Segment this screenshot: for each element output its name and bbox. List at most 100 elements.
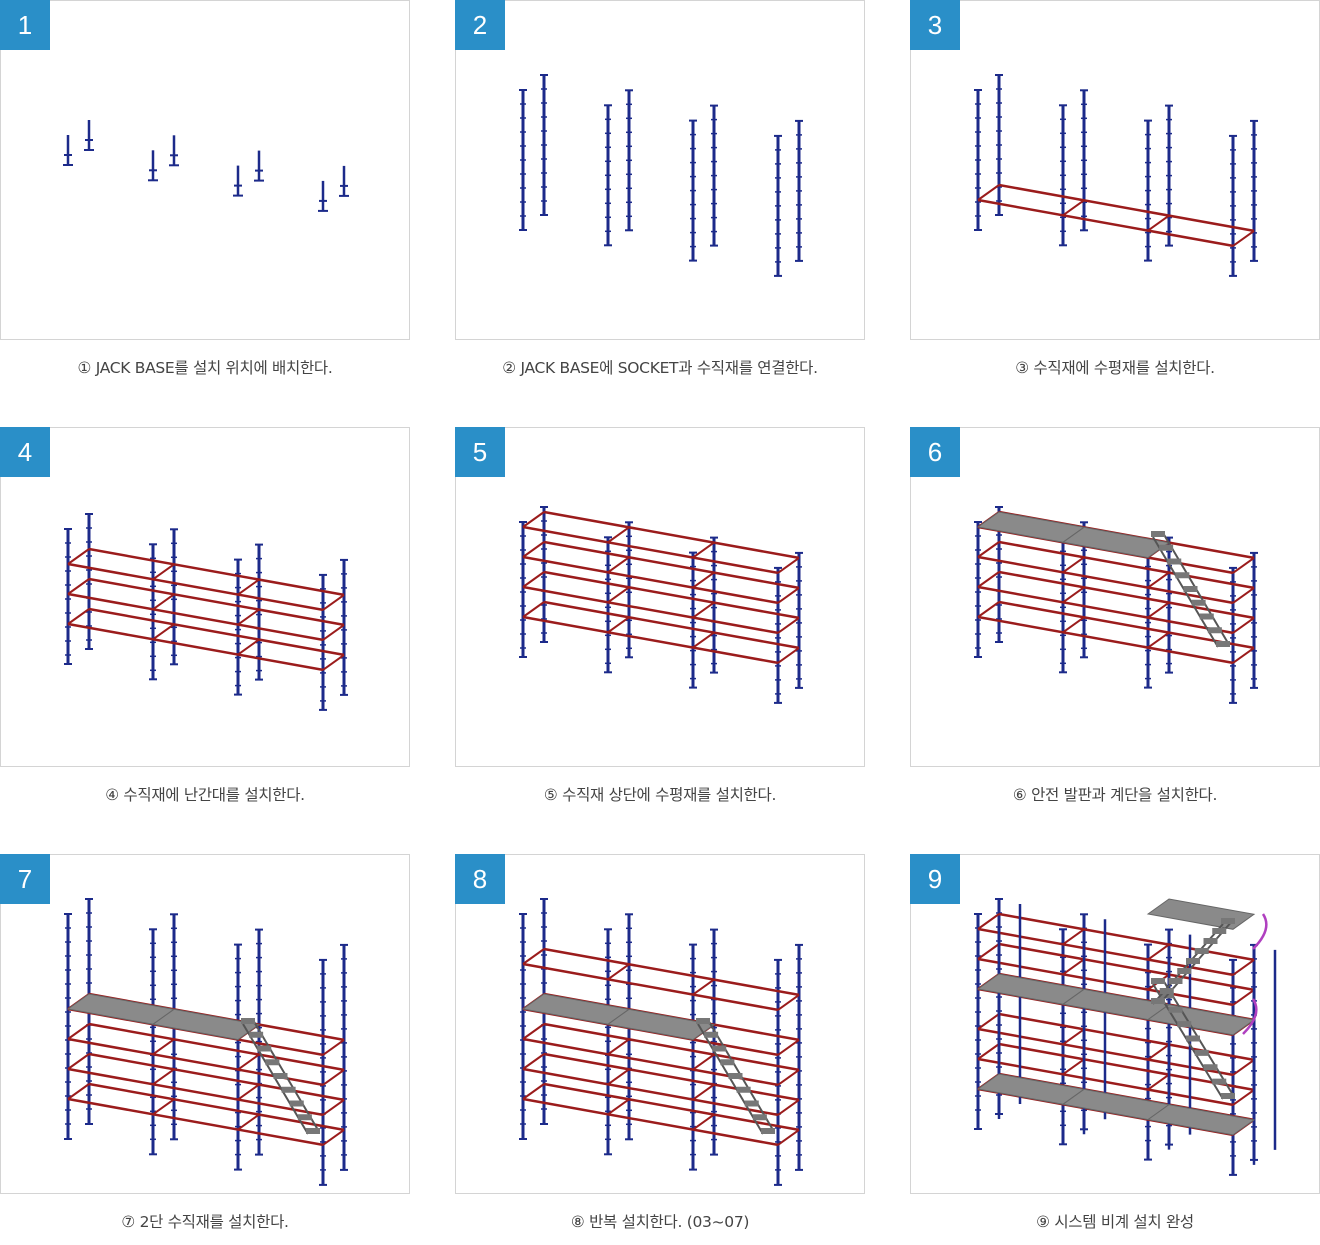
stair-step [1168, 1006, 1183, 1013]
cross-ledger [522, 1053, 545, 1070]
horizontal-ledger [88, 547, 345, 597]
stair-step [1194, 948, 1209, 954]
stair-step [297, 1114, 312, 1121]
step-number-badge: 1 [0, 0, 50, 50]
side-bracket [1252, 913, 1268, 950]
cross-ledger [322, 624, 345, 641]
stair-step [744, 1100, 759, 1107]
cross-ledger [1062, 1058, 1085, 1076]
cross-ledger [1147, 571, 1170, 589]
step-number-badge: 5 [455, 427, 505, 477]
scaffold-illustration-step-6 [974, 506, 1258, 704]
stair-step [1151, 978, 1165, 984]
cross-ledger [692, 631, 715, 649]
cross-ledger [777, 647, 800, 664]
step-number-badge: 6 [910, 427, 960, 477]
scaffold-illustration-step-3 [974, 74, 1258, 277]
cross-ledger [1147, 943, 1170, 961]
cross-ledger [152, 1068, 175, 1086]
horizontal-ledger [543, 947, 800, 997]
cross-ledger [522, 571, 545, 588]
stair-step [1207, 627, 1222, 634]
horizontal-ledger [88, 607, 345, 657]
cross-ledger [692, 1053, 715, 1071]
cross-ledger [522, 511, 545, 528]
safety-plank [1146, 1104, 1256, 1136]
horizontal-ledger [522, 525, 779, 575]
cross-ledger [322, 1039, 345, 1056]
scaffold-illustration-step-5 [519, 506, 803, 704]
stair-step [1203, 938, 1218, 944]
cross-ledger [607, 1098, 630, 1116]
scaffold-illustration-step-1 [63, 120, 349, 212]
cross-ledger [1232, 647, 1255, 664]
cross-ledger [692, 571, 715, 589]
stair-step [1168, 978, 1183, 984]
stair-step [1199, 613, 1214, 620]
stair-step [1177, 1021, 1192, 1028]
cross-ledger [607, 963, 630, 981]
stair-step [1194, 1049, 1209, 1056]
scaffold-illustration-step-2 [519, 74, 803, 277]
horizontal-ledger [998, 912, 1255, 962]
stair-step [1186, 958, 1200, 964]
cross-ledger [1147, 214, 1170, 232]
cross-ledger [777, 994, 800, 1011]
stair-step [1177, 968, 1192, 974]
stair-step [1216, 641, 1230, 647]
horizontal-ledger [88, 1052, 345, 1102]
cross-ledger [152, 563, 175, 581]
horizontal-ledger [88, 577, 345, 627]
step-number-badge: 9 [910, 854, 960, 904]
cross-ledger [692, 601, 715, 619]
horizontal-ledger [977, 585, 1234, 635]
horizontal-ledger [522, 1097, 779, 1147]
cross-ledger [522, 601, 545, 618]
stair-step [265, 1059, 280, 1066]
cross-ledger [1062, 556, 1085, 574]
horizontal-ledger [998, 540, 1255, 590]
horizontal-ledger [67, 1097, 324, 1147]
horizontal-ledger [977, 555, 1234, 605]
cross-ledger [1062, 1028, 1085, 1046]
cross-ledger [67, 1083, 90, 1100]
cross-ledger [1062, 928, 1085, 946]
step-caption: ⑤ 수직재 상단에 수평재를 설치한다. [543, 786, 777, 804]
cross-ledger [692, 1083, 715, 1101]
horizontal-ledger [543, 600, 800, 650]
cross-ledger [607, 616, 630, 634]
step-caption: ⑨ 시스템 비계 설치 완성 [1036, 1213, 1194, 1231]
stair-step [696, 1018, 710, 1024]
horizontal-ledger [67, 622, 324, 672]
scaffold-illustration-step-9 [974, 898, 1277, 1176]
cross-ledger [1232, 230, 1255, 247]
cross-ledger [777, 557, 800, 574]
horizontal-ledger [543, 570, 800, 620]
horizontal-ledger [543, 1082, 800, 1132]
stair-step [289, 1100, 304, 1107]
step-caption: ⑧ 반복 설치한다. (03~07) [570, 1213, 750, 1231]
stair-step [1191, 599, 1206, 606]
cross-ledger [1232, 1089, 1255, 1106]
cross-ledger [1232, 557, 1255, 574]
cross-ledger [977, 184, 1000, 201]
cross-ledger [777, 587, 800, 604]
cross-ledger [322, 1069, 345, 1086]
horizontal-ledger [998, 183, 1255, 233]
cross-ledger [522, 948, 545, 965]
cross-ledger [152, 623, 175, 641]
cross-ledger [67, 608, 90, 625]
cross-ledger [977, 1043, 1000, 1060]
cross-ledger [1147, 1073, 1170, 1091]
stair-step [736, 1086, 751, 1093]
cross-ledger [67, 578, 90, 595]
stair-step [1221, 1093, 1235, 1099]
stair-step [728, 1073, 743, 1079]
cross-ledger [1147, 1043, 1170, 1061]
horizontal-ledger [522, 1067, 779, 1117]
stair-step [1183, 586, 1198, 592]
cross-ledger [977, 571, 1000, 588]
illustration-frame [0, 0, 410, 340]
cross-ledger [322, 594, 345, 611]
step-caption: ① JACK BASE를 설치 위치에 배치한다. [77, 359, 333, 377]
